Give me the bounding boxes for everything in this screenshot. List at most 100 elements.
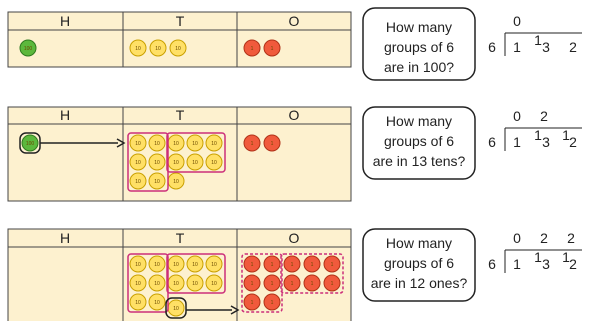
question-line-1: How many: [386, 19, 452, 35]
one-counter: 1: [243, 134, 261, 152]
svg-text:1: 1: [251, 141, 254, 147]
ten-counter: 10: [205, 255, 223, 273]
carry-digit: 1: [534, 32, 542, 48]
svg-text:1: 1: [251, 281, 254, 287]
svg-text:10: 10: [211, 141, 217, 147]
dividend-digit: 3: [542, 39, 550, 55]
ten-counter: 10: [148, 293, 166, 311]
question-line-2: groups of 6: [384, 255, 454, 271]
ten-counter: 10: [186, 153, 204, 171]
ten-counter: 10: [169, 39, 187, 57]
quotient-digit: 0: [513, 230, 521, 246]
ten-counter: 10: [205, 274, 223, 292]
svg-text:10: 10: [192, 281, 198, 287]
coins-row-1: 100 10 10 10 1 1: [19, 39, 281, 57]
ten-counter: 10: [148, 134, 166, 152]
group-outline: [166, 132, 226, 173]
place-value-table-1: H T O: [7, 11, 352, 68]
one-counter: 1: [243, 274, 261, 292]
group-outline: [280, 253, 344, 294]
carry-digit: 1: [562, 249, 570, 265]
svg-text:1: 1: [291, 281, 294, 287]
exchange-arrow: [186, 305, 240, 315]
svg-text:10: 10: [135, 160, 141, 166]
hundred-counter: 100: [19, 39, 37, 57]
ten-counter: 10: [129, 172, 147, 190]
svg-text:10: 10: [192, 141, 198, 147]
header-t: T: [176, 230, 185, 246]
svg-text:10: 10: [173, 306, 179, 312]
dividend-digit: 2: [569, 134, 577, 150]
ten-counter: 10: [129, 274, 147, 292]
svg-text:10: 10: [211, 262, 217, 268]
svg-text:10: 10: [192, 160, 198, 166]
header-t: T: [176, 13, 185, 29]
ten-counter: 10: [149, 39, 167, 57]
header-o: O: [289, 230, 300, 246]
header-h: H: [60, 13, 70, 29]
svg-text:10: 10: [154, 141, 160, 147]
dividend-digit: 1: [513, 256, 521, 272]
svg-text:10: 10: [192, 262, 198, 268]
ten-counter: 10: [167, 134, 185, 152]
svg-text:10: 10: [135, 46, 141, 52]
question-line-3: are in 100?: [384, 59, 454, 75]
divisor: 6: [488, 256, 496, 272]
svg-text:1: 1: [331, 281, 334, 287]
svg-text:10: 10: [211, 281, 217, 287]
one-counter: 1: [263, 39, 281, 57]
ten-counter: 10: [148, 255, 166, 273]
dividend-digit: 2: [569, 39, 577, 55]
one-counter: 1: [263, 293, 281, 311]
svg-text:1: 1: [271, 262, 274, 268]
one-counter: 1: [283, 274, 301, 292]
svg-text:10: 10: [135, 281, 141, 287]
header-o: O: [289, 13, 300, 29]
ten-counter: 10: [148, 172, 166, 190]
quotient-digit: 2: [567, 230, 575, 246]
question-box-2: How many groups of 6 are in 13 tens?: [362, 106, 476, 180]
svg-text:10: 10: [175, 46, 181, 52]
one-counter: 1: [243, 39, 261, 57]
one-counter: 1: [323, 274, 341, 292]
svg-text:10: 10: [135, 300, 141, 306]
svg-text:10: 10: [173, 179, 179, 185]
dividend-digit: 3: [542, 256, 550, 272]
ten-counter: 10: [148, 153, 166, 171]
svg-text:10: 10: [135, 262, 141, 268]
quotient-digit: 2: [540, 230, 548, 246]
one-counter: 1: [303, 255, 321, 273]
svg-text:10: 10: [135, 179, 141, 185]
svg-text:10: 10: [173, 160, 179, 166]
svg-text:10: 10: [154, 160, 160, 166]
ten-counter: 10: [205, 153, 223, 171]
svg-text:100: 100: [26, 141, 35, 147]
one-counter: 1: [263, 274, 281, 292]
hundred-counter: 100: [21, 134, 39, 152]
ten-counter: 10: [167, 299, 185, 317]
question-line-2: groups of 6: [384, 39, 454, 55]
question-box-3: How many groups of 6 are in 12 ones?: [362, 228, 476, 302]
one-counter: 1: [243, 293, 261, 311]
ten-counter: 10: [186, 134, 204, 152]
one-counter: 1: [263, 255, 281, 273]
svg-text:1: 1: [251, 46, 254, 52]
dividend-digit: 1: [513, 134, 521, 150]
svg-text:10: 10: [154, 281, 160, 287]
svg-text:1: 1: [271, 141, 274, 147]
divisor: 6: [488, 134, 496, 150]
svg-text:1: 1: [251, 300, 254, 306]
group-outline: [166, 253, 226, 294]
divisor: 6: [488, 39, 496, 55]
one-counter: 1: [263, 134, 281, 152]
dividend-digit: 2: [569, 256, 577, 272]
svg-text:100: 100: [24, 46, 33, 52]
ten-counter: 10: [167, 274, 185, 292]
svg-text:10: 10: [154, 300, 160, 306]
question-line-2: groups of 6: [384, 133, 454, 149]
ten-counter: 10: [148, 274, 166, 292]
